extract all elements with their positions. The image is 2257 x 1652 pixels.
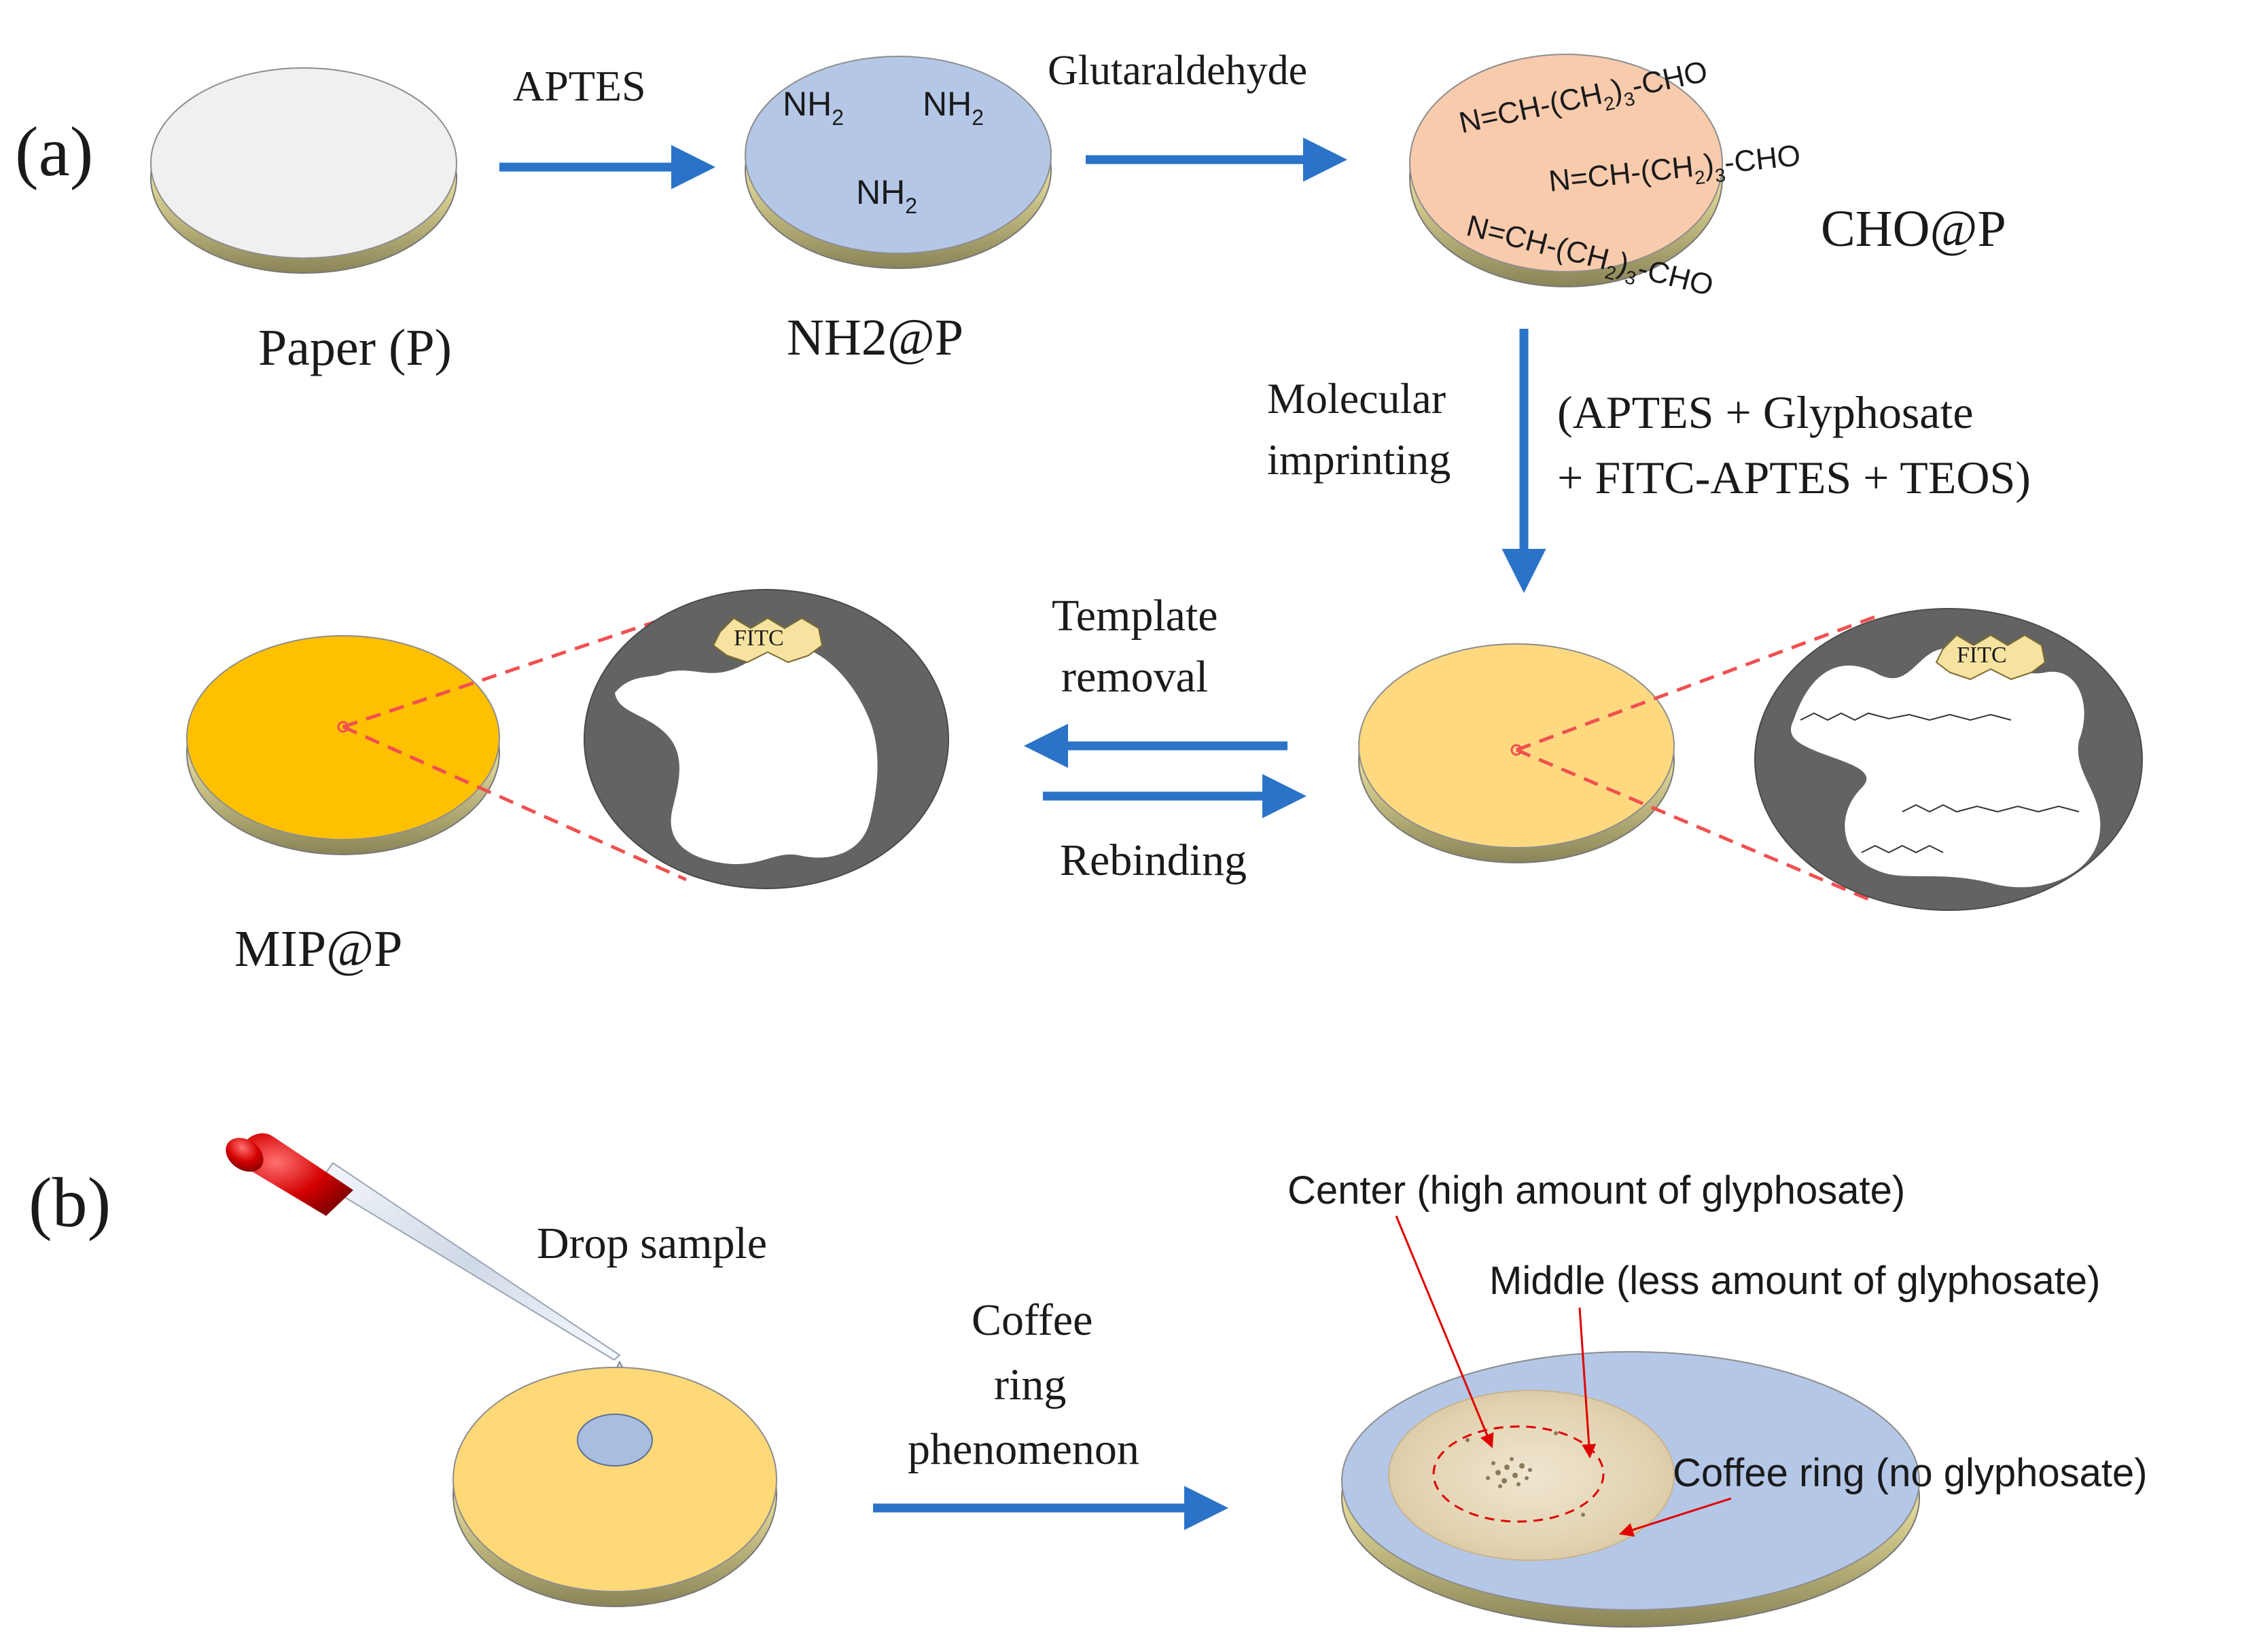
imprinted-disc — [1358, 643, 1675, 863]
center-zone-label: Center (high amount of glyphosate) — [1287, 1168, 1905, 1213]
glyphosate-dots — [1465, 1431, 1585, 1517]
nh2-disc-label: NH2@P — [787, 309, 963, 366]
panel-a-label: (a) — [15, 113, 93, 191]
paper-disc — [150, 67, 457, 274]
middle-zone-boundary — [1432, 1425, 1605, 1523]
aptes-step-label: APTES — [513, 62, 646, 110]
center-pointer — [1395, 1215, 1494, 1448]
rebinding-label: Rebinding — [1060, 836, 1247, 885]
coffee-ring-step-line3: phenomenon — [908, 1424, 1139, 1474]
imprinting-reagents-line1: (APTES + Glyphosate — [1557, 387, 1974, 438]
glutaraldehyde-step-label: Glutaraldehyde — [1048, 48, 1307, 94]
coffee-ring-pointer — [1618, 1497, 1732, 1537]
template-removal-label-line1: Template — [1052, 591, 1218, 641]
pipette — [226, 1133, 621, 1361]
nh2-disc — [745, 56, 1052, 269]
middle-zone-label: Middle (less amount of glyphosate) — [1489, 1259, 2100, 1303]
template-removal-label-line2: removal — [1061, 652, 1208, 702]
imprinted-cavity-zoom: FITC — [1754, 608, 2143, 911]
coffee-ring-step-line2: ring — [994, 1360, 1066, 1409]
zoom-guide-lines — [1516, 615, 1876, 904]
mip-disc-label: MIP@P — [234, 920, 402, 977]
cho-disc-label: CHO@P — [1821, 200, 2006, 257]
coffee-ring-step-line1: Coffee — [972, 1295, 1092, 1345]
mip-disc — [186, 635, 500, 855]
panel-b-label: (b) — [29, 1164, 111, 1242]
cho-disc — [1409, 54, 1723, 287]
middle-pointer — [1578, 1307, 1597, 1459]
paper-disc-label: Paper (P) — [258, 319, 452, 376]
imprinting-reagents-line2: + FITC-APTES + TEOS) — [1557, 452, 2031, 503]
imprinting-label-line2: imprinting — [1267, 435, 1451, 484]
coffee-ring-label: Coffee ring (no glyphosate) — [1673, 1451, 2148, 1495]
fitc-badge-label: FITC — [734, 626, 784, 651]
sample-disc — [452, 1367, 777, 1607]
mip-cavity-zoom: FITC — [584, 589, 949, 889]
imprinting-label-line1: Molecular — [1267, 374, 1446, 423]
zoom-guide-lines — [342, 609, 688, 882]
fitc-badge-label: FITC — [1957, 643, 2007, 668]
drop-sample-label: Drop sample — [537, 1219, 767, 1268]
